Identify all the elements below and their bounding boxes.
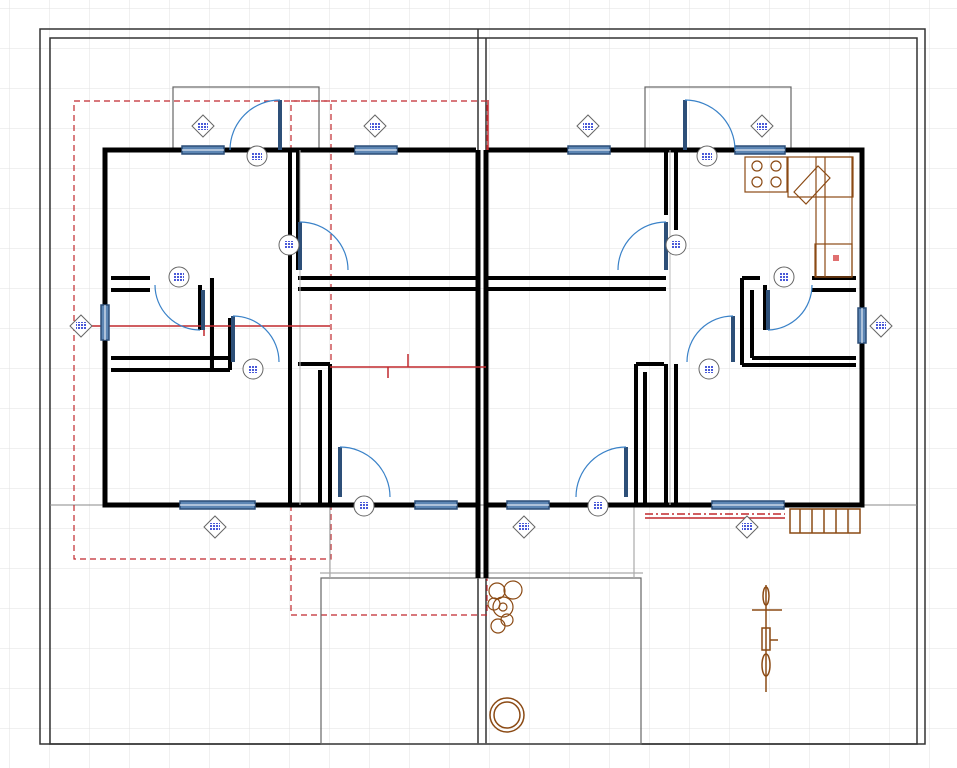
- window: [711, 500, 785, 510]
- doors-group: [154, 99, 813, 498]
- diamond-marker-icon: [69, 314, 93, 338]
- circle-marker-icon: [278, 234, 300, 256]
- door: [229, 99, 282, 151]
- circle-marker-icon: [587, 495, 609, 517]
- diamond-marker-icon: [869, 314, 893, 338]
- diamond-marker-icon: [363, 114, 387, 138]
- door: [154, 284, 205, 331]
- window: [179, 500, 256, 510]
- outdoor-steps: [789, 508, 861, 534]
- tag-markers: [69, 114, 893, 539]
- diamond-marker-icon: [576, 114, 600, 138]
- round-planter: [489, 697, 525, 733]
- door: [766, 284, 813, 331]
- circle-marker-icon: [773, 266, 795, 288]
- windows-group: [100, 145, 867, 510]
- opening-lines: [299, 150, 671, 505]
- potted-plant: [487, 580, 523, 634]
- diamond-marker-icon: [735, 515, 759, 539]
- sink: [833, 255, 839, 261]
- interior-walls: [111, 150, 856, 505]
- door: [298, 221, 349, 271]
- circle-marker-icon: [696, 145, 718, 167]
- bicycle: [752, 585, 782, 692]
- window: [506, 500, 550, 510]
- door: [231, 315, 280, 363]
- door: [686, 315, 735, 363]
- kitchen-counter: [787, 156, 854, 278]
- window: [567, 145, 611, 155]
- diamond-marker-icon: [203, 515, 227, 539]
- circle-marker-icon: [665, 234, 687, 256]
- window: [181, 145, 225, 155]
- circle-marker-icon: [168, 266, 190, 288]
- diamond-marker-icon: [750, 114, 774, 138]
- diamond-marker-icon: [191, 114, 215, 138]
- circle-marker-icon: [242, 358, 264, 380]
- diamond-marker-icon: [512, 515, 536, 539]
- stove-cooktop: [744, 156, 788, 193]
- window: [857, 307, 867, 344]
- door: [575, 446, 628, 498]
- circle-marker-icon: [246, 145, 268, 167]
- door: [683, 99, 736, 151]
- window: [100, 304, 110, 341]
- circle-marker-icon: [698, 358, 720, 380]
- window: [734, 145, 786, 155]
- door: [338, 446, 391, 498]
- window: [414, 500, 458, 510]
- circle-marker-icon: [353, 495, 375, 517]
- window: [354, 145, 398, 155]
